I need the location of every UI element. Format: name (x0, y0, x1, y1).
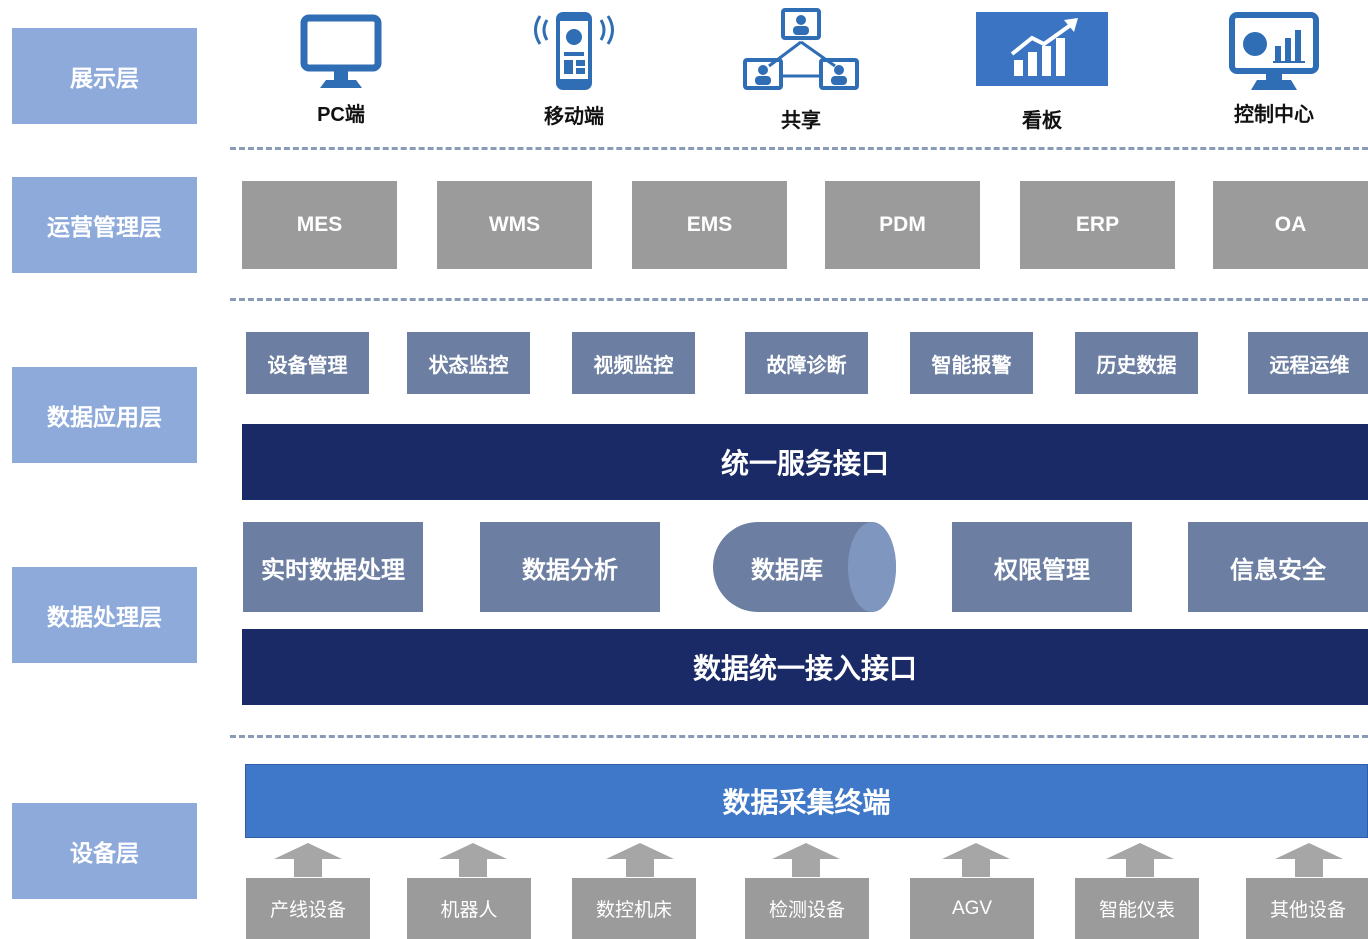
unified-service-interface-bar: 统一服务接口 (242, 424, 1368, 500)
up-arrow-icon (1106, 843, 1174, 877)
device-item: 机器人 (407, 878, 531, 939)
device-item: 数控机床 (572, 878, 696, 939)
divider-line (230, 298, 1368, 301)
ops-module-pdm: PDM (825, 181, 980, 269)
app-module: 故障诊断 (745, 332, 868, 394)
display-item-label: PC端 (317, 104, 365, 126)
monitor-icon (300, 14, 382, 88)
database-label: 数据库 (751, 556, 823, 584)
ops-module-wms: WMS (437, 181, 592, 269)
database-cylinder: 数据库 (711, 520, 899, 614)
layer-label-application: 数据应用层 (12, 367, 197, 463)
database-icon (713, 522, 896, 612)
device-item: 智能仪表 (1075, 878, 1199, 939)
display-item-control-center: 控制中心 (1218, 12, 1330, 127)
ops-module-erp: ERP (1020, 181, 1175, 269)
share-network-icon (743, 8, 859, 90)
up-arrow-icon (942, 843, 1010, 877)
ops-module-oa: OA (1213, 181, 1368, 269)
up-arrow-icon (772, 843, 840, 877)
display-item-pc: PC端 (291, 12, 391, 127)
up-arrow-icon (274, 843, 342, 877)
divider-line (230, 147, 1368, 150)
layer-label-device: 设备层 (12, 803, 197, 899)
proc-module: 数据分析 (480, 522, 660, 612)
ops-module-mes: MES (242, 181, 397, 269)
device-item: 其他设备 (1246, 878, 1368, 939)
proc-module: 实时数据处理 (243, 522, 423, 612)
ops-module-ems: EMS (632, 181, 787, 269)
bar-chart-trend-icon (976, 12, 1108, 86)
app-module: 智能报警 (910, 332, 1033, 394)
app-module: 设备管理 (246, 332, 369, 394)
app-module: 视频监控 (572, 332, 695, 394)
layer-label-display: 展示层 (12, 28, 197, 124)
mobile-phone-icon (534, 12, 614, 90)
proc-module: 信息安全 (1188, 522, 1368, 612)
display-item-label: 控制中心 (1234, 104, 1314, 126)
device-item: AGV (910, 878, 1034, 939)
display-item-dashboard: 看板 (974, 12, 1110, 133)
display-item-label: 共享 (781, 110, 821, 132)
display-item-label: 移动端 (544, 106, 604, 128)
up-arrow-icon (439, 843, 507, 877)
divider-line (230, 735, 1368, 738)
data-collection-terminal-bar: 数据采集终端 (245, 764, 1368, 838)
layer-label-processing: 数据处理层 (12, 567, 197, 663)
display-item-share: 共享 (736, 8, 866, 133)
app-module: 远程运维 (1248, 332, 1368, 394)
app-module: 历史数据 (1075, 332, 1198, 394)
unified-data-access-interface-bar: 数据统一接入接口 (242, 629, 1368, 705)
up-arrow-icon (606, 843, 674, 877)
proc-module: 权限管理 (952, 522, 1132, 612)
device-item: 产线设备 (246, 878, 370, 939)
control-center-monitor-icon (1229, 12, 1319, 90)
display-item-mobile: 移动端 (524, 8, 624, 129)
device-item: 检测设备 (745, 878, 869, 939)
app-module: 状态监控 (407, 332, 530, 394)
up-arrow-icon (1275, 843, 1343, 877)
layer-label-operations: 运营管理层 (12, 177, 197, 273)
display-item-label: 看板 (1022, 110, 1062, 132)
